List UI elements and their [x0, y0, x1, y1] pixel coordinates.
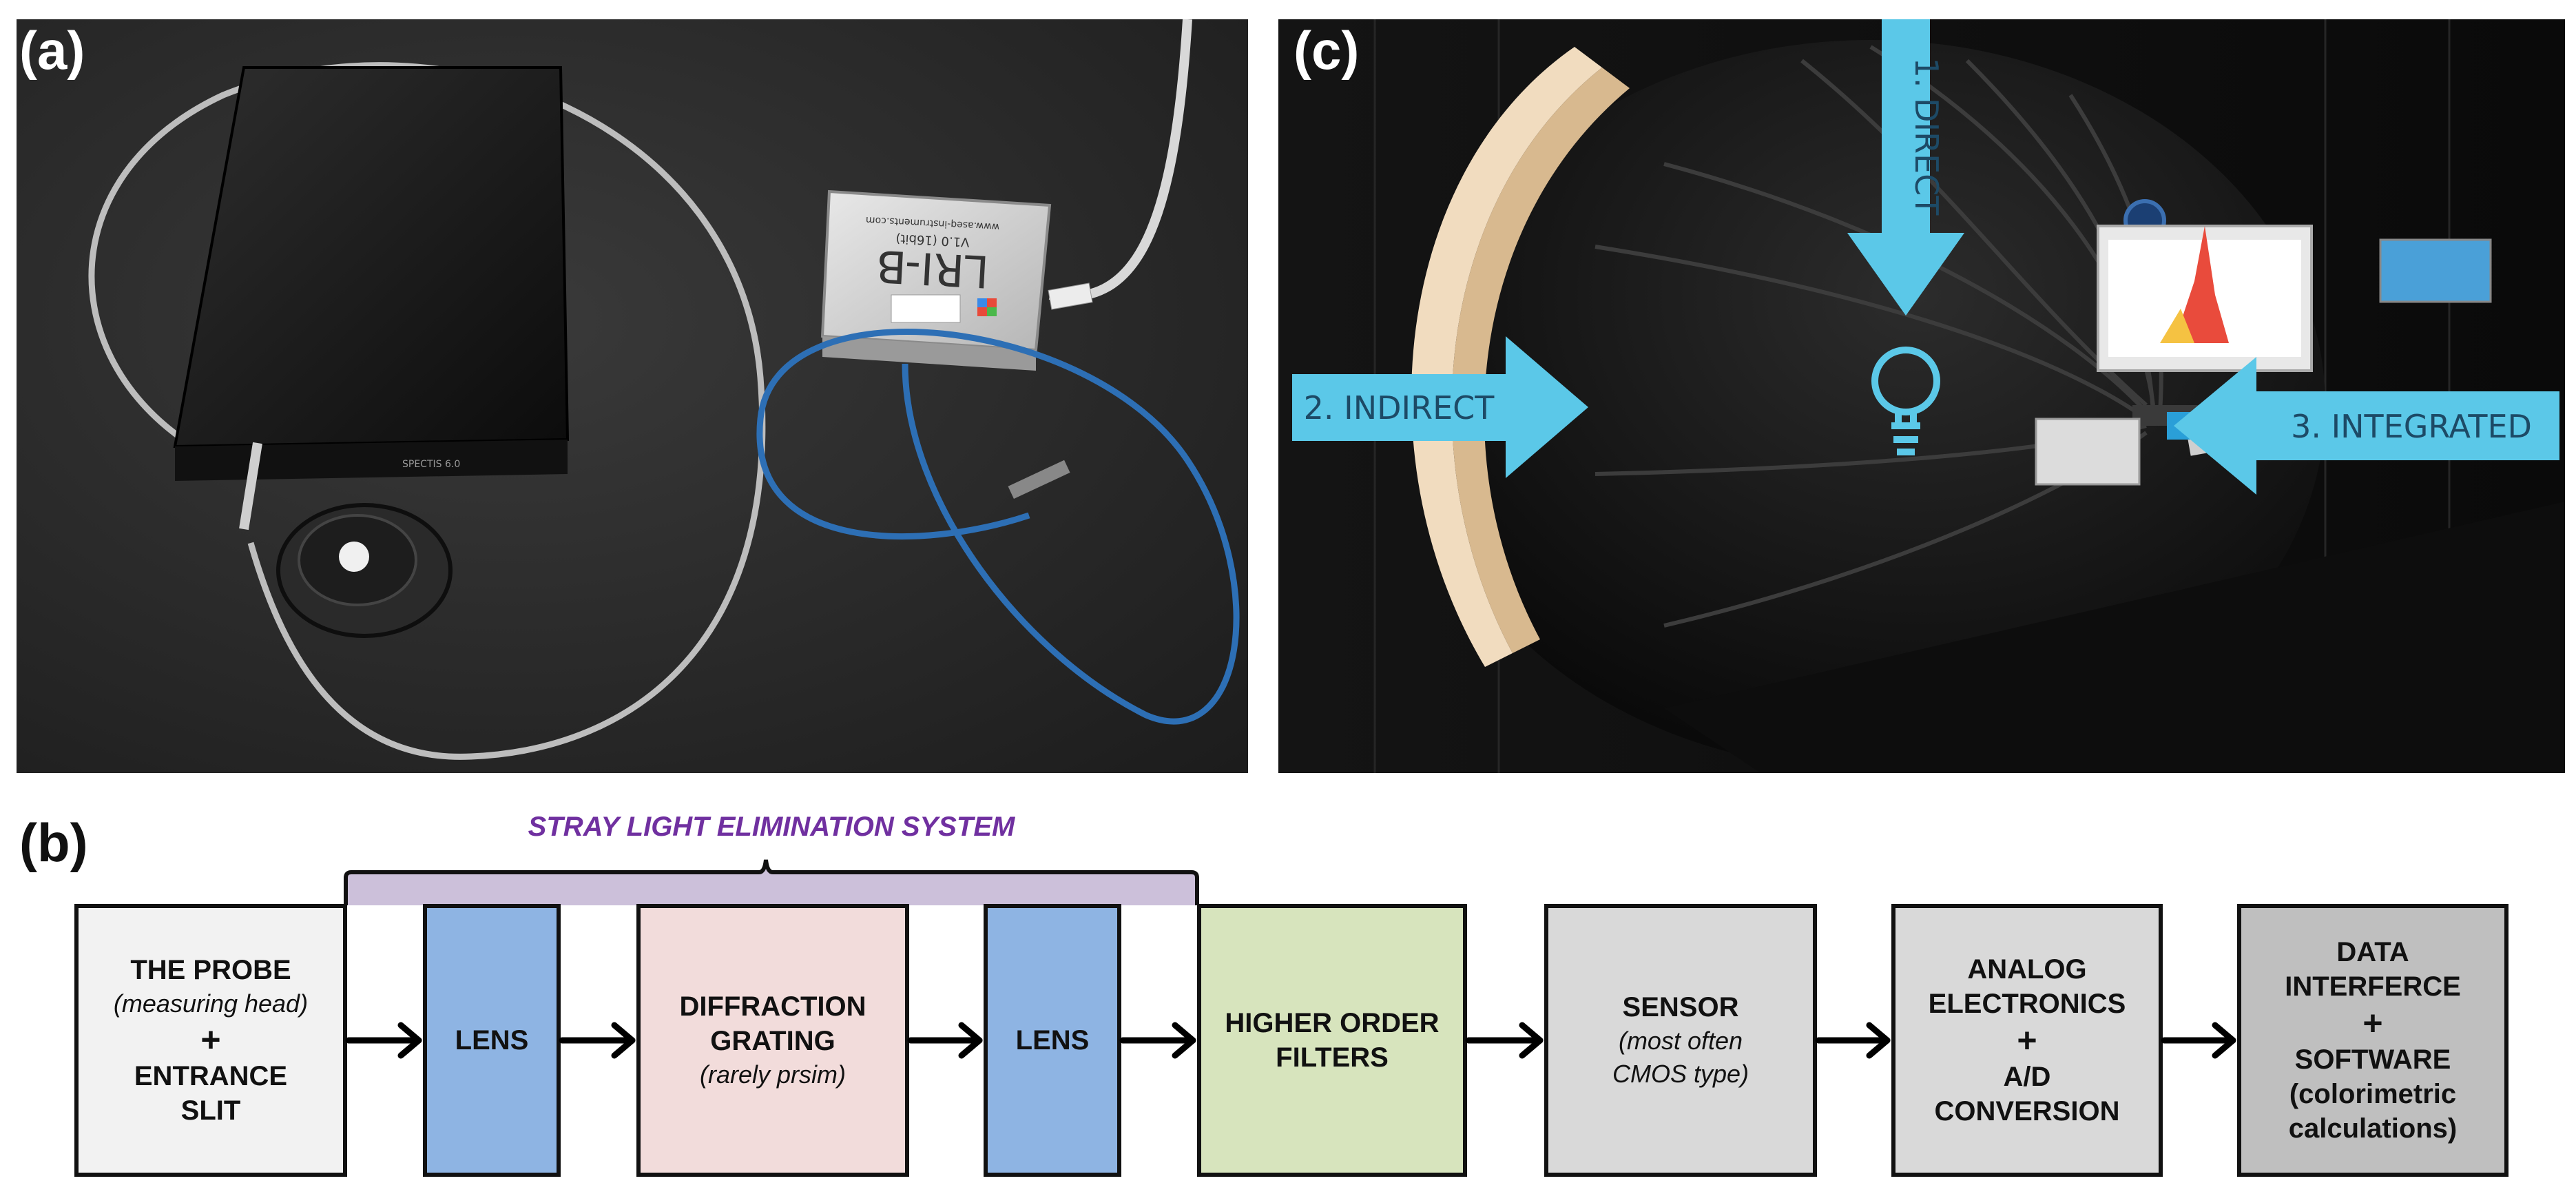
arrow-probe-to-lens1	[345, 1022, 422, 1059]
block-probe: THE PROBE (measuring head) + ENTRANCE SL…	[74, 904, 347, 1177]
flow-arrows	[345, 1022, 2236, 1059]
lens-2-label: LENS	[1015, 1025, 1090, 1056]
panel-label-b: (b)	[19, 812, 88, 873]
electronics-plus: +	[2017, 1021, 2037, 1060]
photo-a-setup: SPECTIS 6.0 LRI-B V1.0 (16bit) www.aseq-…	[17, 19, 1248, 773]
block-filters: HIGHER ORDER FILTERS	[1197, 904, 1467, 1177]
svg-text:LRI-B: LRI-B	[875, 240, 990, 296]
arrow-electronics-to-data	[2161, 1022, 2236, 1059]
grating-subtitle: (rarely prsim)	[700, 1060, 846, 1089]
data-line5: calculations)	[2288, 1113, 2458, 1144]
probe-plus: +	[200, 1020, 221, 1059]
data-line3: SOFTWARE	[2294, 1044, 2451, 1075]
electronics-line3: A/D	[2003, 1062, 2051, 1092]
panel-label-c: (c)	[1294, 20, 1360, 81]
arrow-grating-to-lens2	[907, 1022, 983, 1059]
sensor-sub2: CMOS type)	[1612, 1060, 1749, 1088]
spectrometer-box: SPECTIS 6.0	[173, 66, 570, 481]
lightbulb-icon	[1871, 347, 1940, 455]
filters-line1: HIGHER ORDER	[1225, 1008, 1440, 1038]
data-line2: INTERFERCE	[2285, 971, 2461, 1002]
filters-line2: FILTERS	[1276, 1042, 1389, 1073]
arrow-integrated: 3. INTEGRATED	[2174, 357, 2559, 495]
electronics-line2: ELECTRONICS	[1928, 989, 2126, 1019]
block-grating: DIFFRACTION GRATING (rarely prsim)	[636, 904, 909, 1177]
arrow-lens2-to-filters	[1119, 1022, 1196, 1059]
lri-b-box: LRI-B V1.0 (16bit) www.aseq-instruments.…	[820, 189, 1052, 371]
data-plus: +	[2362, 1004, 2383, 1042]
sensor-title: SENSOR	[1622, 992, 1739, 1022]
arrow-lens1-to-grating	[559, 1022, 636, 1059]
probe-puck	[276, 503, 453, 638]
electronics-line1: ANALOG	[1967, 954, 2087, 985]
probe-subtitle: (measuring head)	[113, 989, 309, 1018]
electronics-line4: CONVERSION	[1934, 1096, 2120, 1126]
stray-light-bracket	[344, 859, 1199, 905]
photo-a-illustration: SPECTIS 6.0 LRI-B V1.0 (16bit) www.aseq-…	[17, 19, 1248, 773]
block-data: DATA INTERFERCE + SOFTWARE (colorimetric…	[2237, 904, 2509, 1177]
data-line1: DATA	[2336, 937, 2409, 967]
svg-text:SPECTIS 6.0: SPECTIS 6.0	[402, 459, 460, 470]
block-lens-2: LENS	[984, 904, 1121, 1177]
photo-c-sphere: 1. DIRECT 2. INDIRECT 3. INTEGRATED	[1278, 19, 2565, 773]
stray-light-label: STRAY LIGHT ELIMINATION SYSTEM	[528, 812, 1015, 842]
block-lens-1: LENS	[423, 904, 561, 1177]
grating-line1: DIFFRACTION	[679, 991, 866, 1022]
data-line4: (colorimetric	[2289, 1079, 2457, 1109]
lens-1-label: LENS	[455, 1025, 529, 1056]
arrow-indirect: 2. INDIRECT	[1292, 336, 1588, 478]
arrow-sensor-to-electronics	[1815, 1022, 1891, 1059]
probe-line3: SLIT	[180, 1095, 241, 1126]
svg-text:2. INDIRECT: 2. INDIRECT	[1304, 389, 1495, 426]
block-electronics: ANALOG ELECTRONICS + A/D CONVERSION	[1891, 904, 2163, 1177]
arrow-filters-to-sensor	[1465, 1022, 1544, 1059]
probe-title: THE PROBE	[130, 955, 291, 985]
svg-text:1. DIRECT: 1. DIRECT	[1908, 58, 1945, 216]
block-sensor: SENSOR (most often CMOS type)	[1544, 904, 1817, 1177]
sensor-sub1: (most often	[1618, 1027, 1743, 1055]
grating-line2: GRATING	[710, 1026, 835, 1056]
arrow-direct: 1. DIRECT	[1847, 19, 1964, 316]
svg-text:3. INTEGRATED: 3. INTEGRATED	[2291, 408, 2532, 445]
photo-c-illustration: 1. DIRECT 2. INDIRECT 3. INTEGRATED	[1278, 19, 2565, 773]
probe-line2: ENTRANCE	[134, 1061, 288, 1091]
panel-label-a: (a)	[19, 20, 85, 81]
